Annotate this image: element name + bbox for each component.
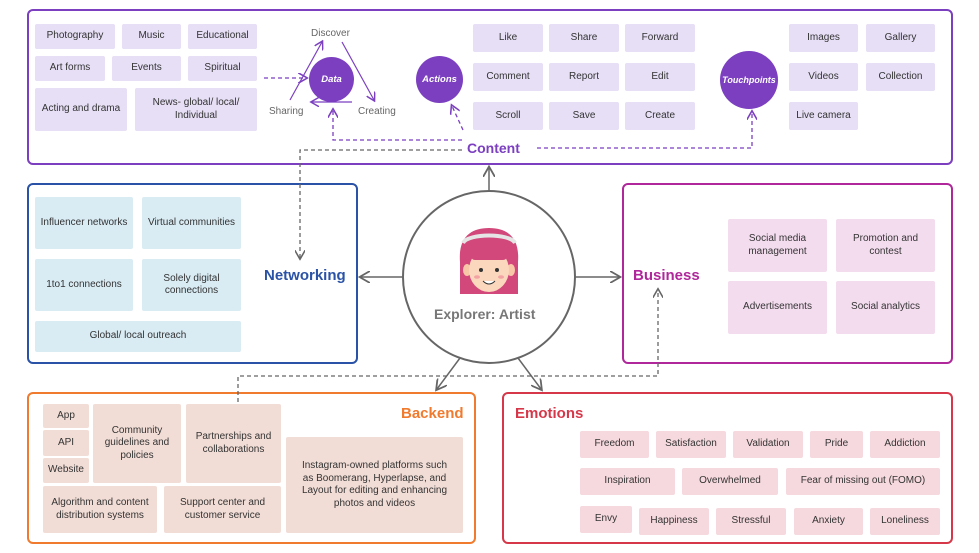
data-node[interactable]: Data	[309, 57, 354, 102]
emotion-anxiety[interactable]: Anxiety	[794, 508, 863, 535]
backend-support-center[interactable]: Support center and customer service	[164, 486, 281, 533]
discover-to-creating-arrow	[341, 41, 374, 100]
category-educational[interactable]: Educational	[188, 24, 257, 49]
content-to-touchpoints-dashed	[537, 112, 752, 149]
discover-label: Discover	[311, 28, 350, 39]
backend-partnerships[interactable]: Partnerships and collaborations	[186, 404, 281, 483]
networking-title: Networking	[264, 267, 346, 284]
networking-1to1-connections[interactable]: 1to1 connections	[35, 259, 133, 311]
content-title: Content	[467, 140, 520, 156]
hub-to-backend-arrow	[437, 357, 461, 389]
emotions-title: Emotions	[515, 405, 584, 422]
emotion-loneliness[interactable]: Loneliness	[870, 508, 940, 535]
backend-website[interactable]: Website	[43, 458, 89, 483]
creating-label: Creating	[358, 106, 396, 117]
category-photography[interactable]: Photography	[35, 24, 115, 49]
backend-app[interactable]: App	[43, 404, 89, 428]
sharing-to-discover-arrow	[289, 42, 322, 101]
emotion-stressful[interactable]: Stressful	[716, 508, 786, 535]
content-to-networking-dashed	[300, 149, 462, 258]
action-save[interactable]: Save	[549, 102, 619, 130]
emotion-fomo[interactable]: Fear of missing out (FOMO)	[786, 468, 940, 495]
emotion-happiness[interactable]: Happiness	[639, 508, 709, 535]
emotion-satisfaction[interactable]: Satisfaction	[656, 431, 726, 458]
business-title: Business	[633, 267, 700, 284]
networking-digital-connections[interactable]: Solely digital connections	[142, 259, 241, 311]
emotion-inspiration[interactable]: Inspiration	[580, 468, 675, 495]
category-news[interactable]: News- global/ local/ Individual	[135, 88, 257, 131]
category-events[interactable]: Events	[112, 56, 181, 81]
emotion-overwhelmed[interactable]: Overwhelmed	[682, 468, 778, 495]
touchpoint-videos[interactable]: Videos	[789, 63, 858, 91]
category-music[interactable]: Music	[122, 24, 181, 49]
business-advertisements[interactable]: Advertisements	[728, 281, 827, 334]
actions-node[interactable]: Actions	[416, 56, 463, 103]
backend-instagram-platforms[interactable]: Instagram-owned platforms such as Boomer…	[286, 437, 463, 533]
action-share[interactable]: Share	[549, 24, 619, 52]
backend-api[interactable]: API	[43, 430, 89, 456]
business-promotion-and-contest[interactable]: Promotion and contest	[836, 219, 935, 272]
hub-label: Explorer: Artist	[434, 306, 536, 322]
emotion-freedom[interactable]: Freedom	[580, 431, 649, 458]
touchpoint-images[interactable]: Images	[789, 24, 858, 52]
action-report[interactable]: Report	[549, 63, 619, 91]
touchpoint-collection[interactable]: Collection	[866, 63, 935, 91]
action-create[interactable]: Create	[625, 102, 695, 130]
emotion-addiction[interactable]: Addiction	[870, 431, 940, 458]
networking-virtual-communities[interactable]: Virtual communities	[142, 197, 241, 249]
content-to-data-dashed	[333, 110, 462, 141]
action-scroll[interactable]: Scroll	[473, 102, 543, 130]
action-comment[interactable]: Comment	[473, 63, 543, 91]
action-edit[interactable]: Edit	[625, 63, 695, 91]
artist-avatar-icon	[459, 228, 519, 294]
networking-outreach[interactable]: Global/ local outreach	[35, 321, 241, 352]
action-forward[interactable]: Forward	[625, 24, 695, 52]
action-like[interactable]: Like	[473, 24, 543, 52]
category-art-forms[interactable]: Art forms	[35, 56, 105, 81]
hub-to-emotions-arrow	[517, 357, 541, 389]
backend-community-guidelines[interactable]: Community guidelines and policies	[93, 404, 181, 483]
content-to-actions-dashed	[452, 106, 464, 131]
touchpoint-live-camera[interactable]: Live camera	[789, 102, 858, 130]
touchpoint-gallery[interactable]: Gallery	[866, 24, 935, 52]
category-spiritual[interactable]: Spiritual	[188, 56, 257, 81]
backend-title: Backend	[401, 405, 464, 422]
networking-influencer-networks[interactable]: Influencer networks	[35, 197, 133, 249]
touchpoints-node[interactable]: Touchpoints	[720, 51, 778, 109]
business-social-media-management[interactable]: Social media management	[728, 219, 827, 272]
business-social-analytics[interactable]: Social analytics	[836, 281, 935, 334]
category-acting-and-drama[interactable]: Acting and drama	[35, 88, 127, 131]
emotion-validation[interactable]: Validation	[733, 431, 803, 458]
emotion-envy[interactable]: Envy	[580, 506, 632, 533]
sharing-label: Sharing	[269, 106, 304, 117]
emotion-pride[interactable]: Pride	[810, 431, 863, 458]
backend-algorithm[interactable]: Algorithm and content distribution syste…	[43, 486, 157, 533]
